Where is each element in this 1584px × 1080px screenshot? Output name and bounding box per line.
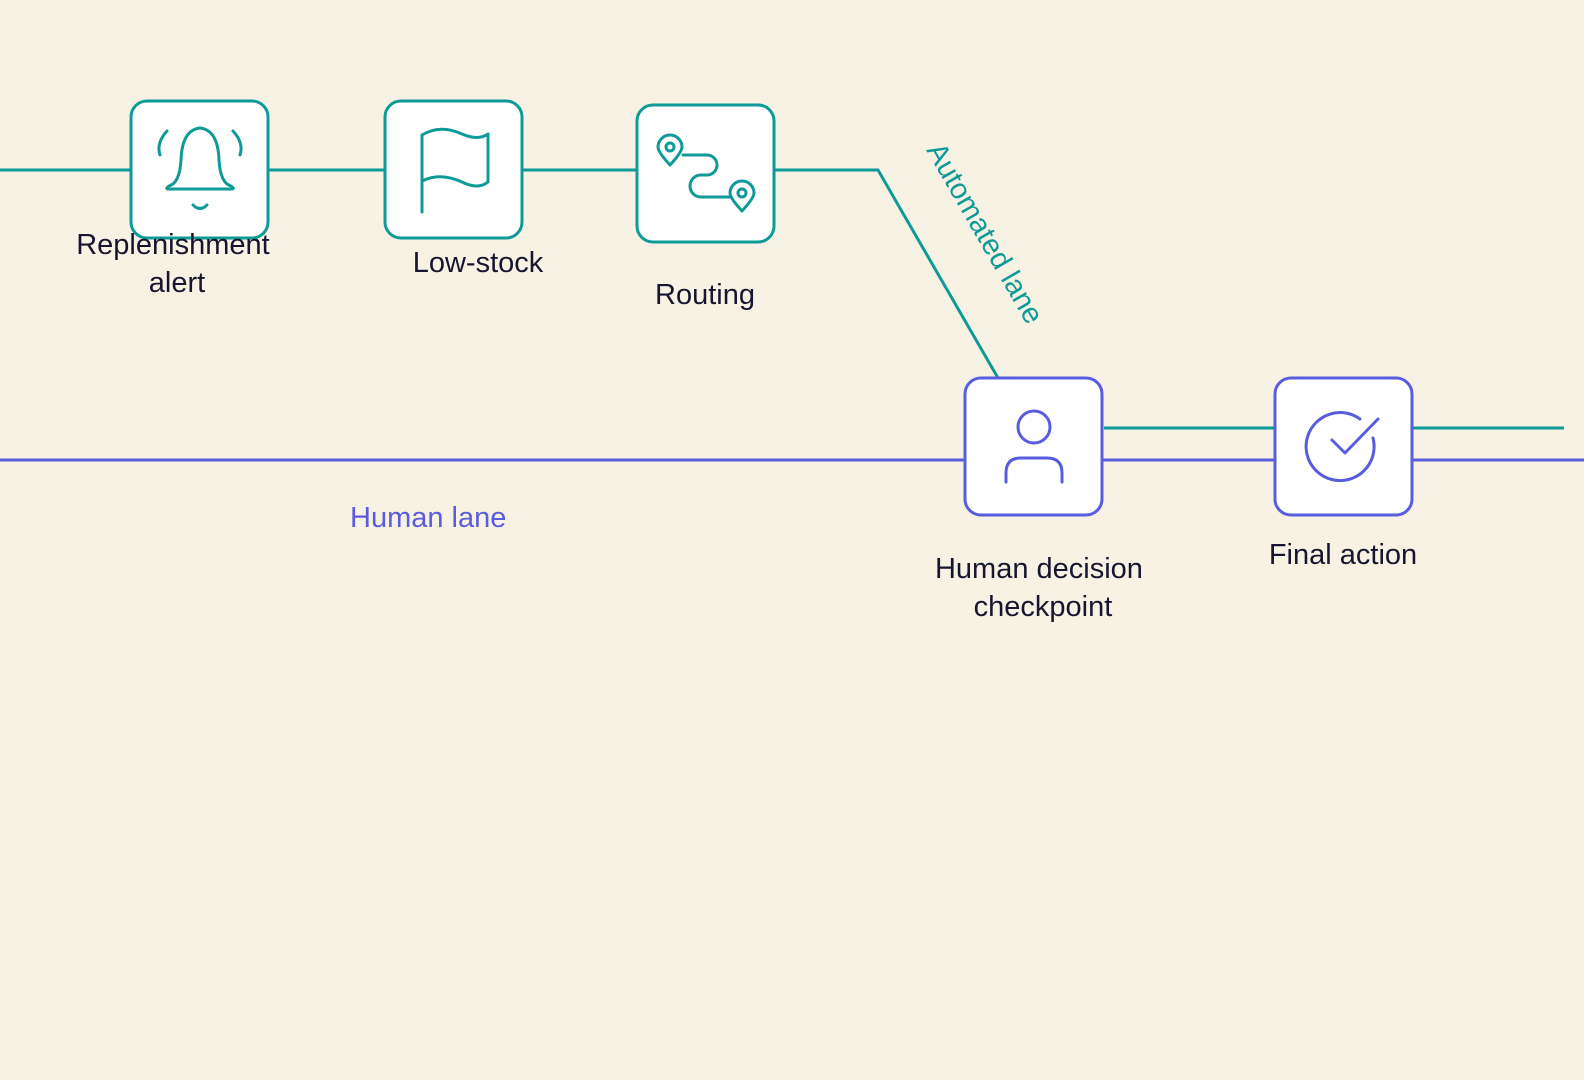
human-lane-label: Human lane <box>350 502 506 534</box>
node-box <box>963 376 1104 517</box>
node-label-line: Replenishment <box>76 229 269 261</box>
node-label-line: checkpoint <box>974 591 1113 623</box>
person-icon <box>1004 409 1064 484</box>
node-box <box>129 99 270 240</box>
node-label-line: Routing <box>655 279 755 311</box>
automated-lane-line <box>0 168 1000 379</box>
node-label-line: Low-stock <box>413 247 544 279</box>
bell-icon <box>157 126 243 210</box>
node-low-stock[interactable]: Low-stock <box>383 99 544 279</box>
node-label: Final action <box>1269 539 1417 571</box>
node-label-line: Final action <box>1269 539 1417 571</box>
node-routing[interactable]: Routing <box>635 103 776 311</box>
route-icon <box>656 133 756 213</box>
node-final-action[interactable]: Final action <box>1269 376 1417 571</box>
node-label-line: alert <box>149 267 205 299</box>
node-label-line: Human decision <box>935 553 1143 585</box>
node-box <box>383 99 524 240</box>
node-box <box>1273 376 1414 517</box>
node-human-decision-checkpoint[interactable]: Human decision checkpoint <box>935 376 1151 623</box>
check-circle-icon <box>1304 411 1380 483</box>
node-label: Human decision checkpoint <box>935 553 1151 623</box>
node-label: Low-stock <box>413 247 544 279</box>
node-label: Routing <box>655 279 755 311</box>
flag-icon <box>420 127 490 214</box>
node-label: Replenishment alert <box>76 229 278 299</box>
node-replenishment-alert[interactable]: Replenishment alert <box>76 99 278 299</box>
